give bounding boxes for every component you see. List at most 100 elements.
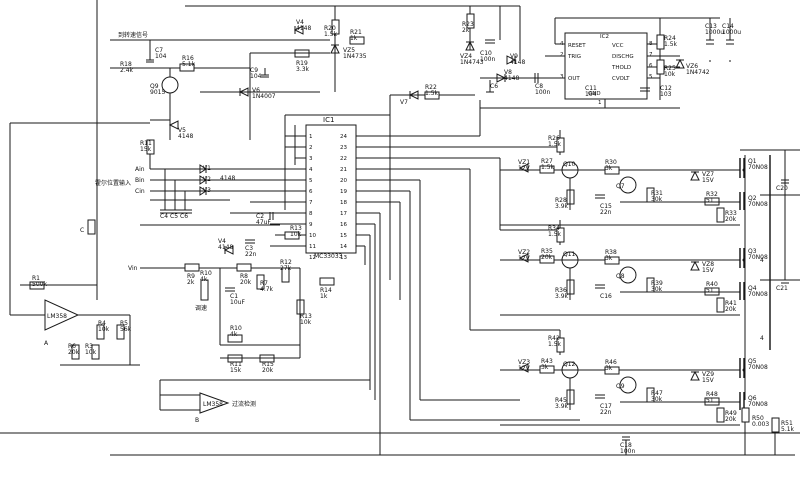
ic2-pin-vcc: VCC [612, 43, 624, 49]
bin-label: Bin [135, 177, 145, 184]
c20-label: C20 [776, 185, 788, 192]
r6-top-label: C [80, 227, 84, 234]
driver-q: Q11 [563, 251, 576, 258]
v3-label: V3 [203, 187, 211, 194]
v1-label: V1 [203, 165, 211, 172]
ic1-wiring [230, 94, 580, 455]
ic1-pin-right: 16 [340, 222, 347, 228]
c5-label: C5 [170, 213, 178, 220]
hall-input-label: 霍尔位置输入 [95, 179, 131, 187]
ic1-pin-left: 9 [309, 222, 313, 228]
ic1-pin-left: 2 [309, 145, 313, 151]
ic1-pin-left: 1 [309, 134, 313, 140]
ic2-pin-gnd: GND [588, 91, 601, 97]
opamp-b: LM358 B 过流检测 [159, 379, 370, 424]
ic1-pin-left: 12 [309, 255, 316, 261]
top-rails [185, 5, 731, 100]
ic1-pin-right: 15 [340, 233, 347, 239]
c21-label: C21 [776, 285, 788, 292]
ic1-pin-right: 19 [340, 189, 347, 195]
ic1-part: MC33033 [314, 253, 343, 260]
ic2-pin-out: OUT [568, 76, 580, 82]
driver-q: Q12 [563, 361, 576, 368]
ic1-pin-right: 24 [340, 134, 347, 140]
ic1-pin-left: 5 [309, 178, 313, 184]
c6-label: C6 [180, 213, 188, 220]
c6-top-label: C6 [490, 83, 498, 90]
ic1-pin-right: 20 [340, 178, 347, 184]
driver-qb: Q9 [616, 383, 625, 390]
vin-label: Vin [128, 265, 138, 272]
four-bot-label: 4 [760, 335, 764, 342]
adj-label: 调速 [195, 304, 207, 312]
opamp-b-name: LM358 [203, 401, 223, 408]
ic2-pin-dischg: DISCHG [612, 54, 634, 60]
ic1-pin-left: 7 [309, 200, 313, 206]
ic1-pin-right: 21 [340, 167, 347, 173]
ic2-pin-thold: THOLD [611, 65, 631, 71]
opamp-b-tag: B [195, 417, 199, 424]
ic2-555: IC2 RESET VCC TRIG DISCHG THOLD OUT CVOL… [480, 18, 680, 109]
ic1-pin-right: 17 [340, 211, 347, 217]
driver-c: C16 [600, 293, 612, 300]
ic1-pin-left: 6 [309, 189, 313, 195]
ic1-pin-left: 4 [309, 167, 313, 173]
v2-label: V2 [203, 176, 211, 183]
ic1-pin-right: 22 [340, 156, 347, 162]
fault-label: 过流检测 [232, 400, 256, 408]
